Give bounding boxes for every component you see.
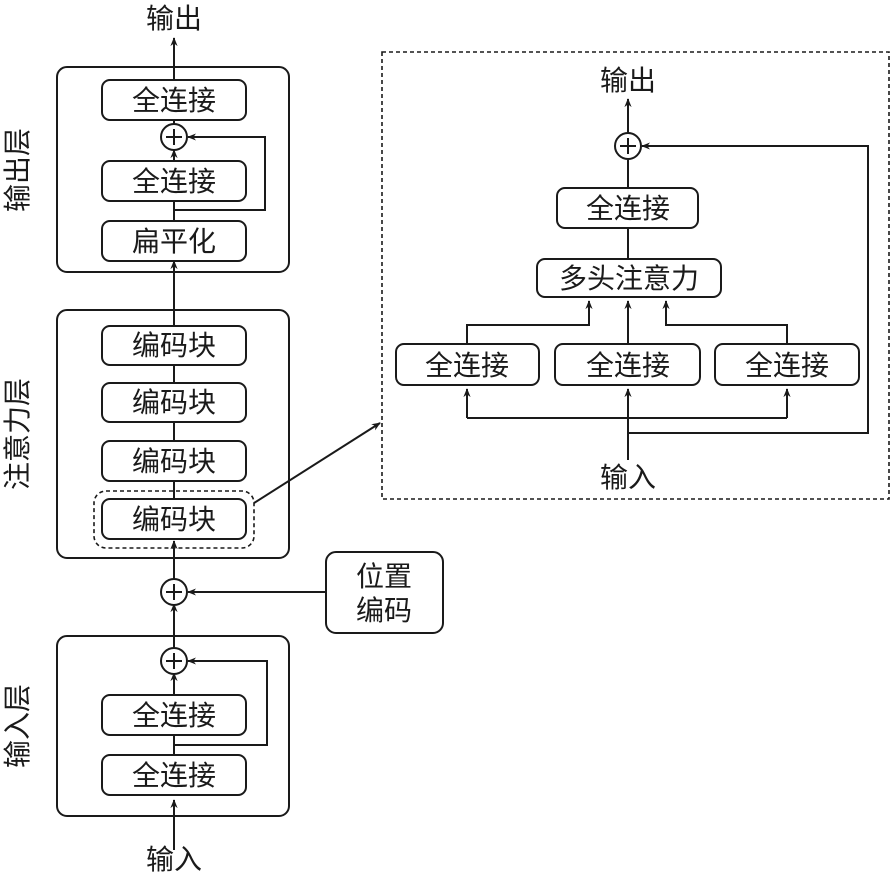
encoder-block-4 [101,498,247,540]
attention-layer-title: 注意力层 [1,378,34,490]
detail-output-label: 输出 [600,64,656,97]
encoder-block-detail-panel [381,51,890,500]
encoder-block-3 [101,440,247,482]
output-layer-fc-top-label: 全连接 [132,84,216,117]
detail-fc-left-label: 全连接 [425,349,509,382]
residual-output-layer [174,133,266,211]
output-layer-title: 输出层 [1,128,34,212]
position-encoding-line1: 位置 [356,560,412,593]
input-layer-fc-bottom-label: 全连接 [132,759,216,792]
left-input-label: 输入 [146,843,202,875]
detail-fc-center [554,343,701,386]
position-sum-node [160,578,188,606]
input-layer-fc-top [101,694,247,736]
detail-branch-left [466,300,593,344]
encoder-block-3-label: 编码块 [132,445,216,478]
detail-multi-head-attention-label: 多头注意力 [559,262,699,295]
left-output-label: 输出 [146,2,202,35]
detail-residual [628,142,869,434]
input-layer-sum-node [160,647,188,675]
encoder-block-4-label: 编码块 [132,503,216,536]
output-layer-flatten [101,220,247,262]
detail-branch-right [662,300,788,344]
zoom-arrow [253,422,381,504]
detail-fc-right [714,343,860,386]
output-layer-sum-node [160,123,188,151]
detail-multi-head-attention [536,258,722,298]
position-encoding-line2: 编码 [356,594,412,627]
detail-fc-center-label: 全连接 [586,349,670,382]
encoder-block-1 [101,325,247,366]
detail-fc-out-label: 全连接 [586,192,670,225]
position-encoding-box [325,551,444,634]
encoder-block-4-highlight [93,490,255,549]
detail-fc-out [556,187,699,229]
output-layer-fc-top [101,79,247,121]
output-layer-fc-bottom [101,160,247,202]
detail-input-label: 输入 [600,461,656,494]
residual-input-layer [174,657,268,746]
output-layer-flatten-label: 扁平化 [132,225,216,258]
detail-fc-right-label: 全连接 [745,349,829,382]
detail-fc-left [395,343,540,386]
encoder-block-2-label: 编码块 [132,386,216,419]
input-layer-fc-top-label: 全连接 [132,699,216,732]
detail-sum-node [614,132,642,160]
input-layer-fc-bottom [101,754,247,796]
encoder-block-2 [101,382,247,423]
input-layer-title: 输入层 [1,684,34,768]
output-layer-fc-bottom-label: 全连接 [132,165,216,198]
encoder-block-1-label: 编码块 [132,329,216,362]
